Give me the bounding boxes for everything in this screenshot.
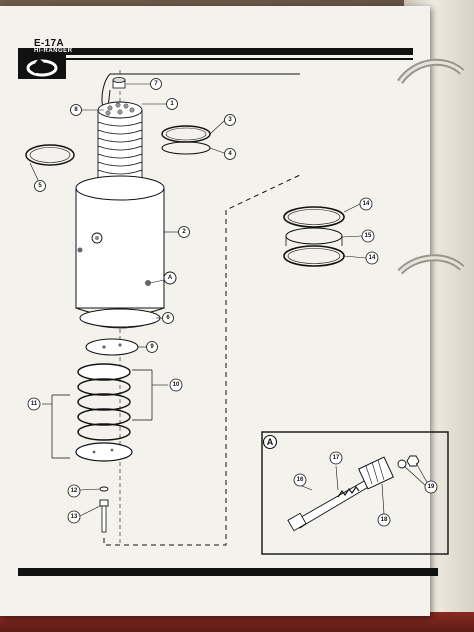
svg-text:18: 18 xyxy=(381,517,388,523)
svg-text:A: A xyxy=(267,437,274,447)
callout-16-detail: 16 xyxy=(293,473,307,487)
callout-18-detail: 18 xyxy=(377,513,391,527)
callout-8: 8 xyxy=(70,104,82,116)
svg-text:5: 5 xyxy=(38,183,42,189)
callout-13: 13 xyxy=(67,510,81,524)
svg-text:12: 12 xyxy=(71,488,78,494)
detail-a-frame xyxy=(261,431,449,555)
svg-text:10: 10 xyxy=(173,382,180,388)
callout-11: 11 xyxy=(27,397,41,411)
detail-a-badge: A xyxy=(262,434,278,450)
callout-9: 9 xyxy=(146,341,158,353)
callout-17-detail: 17 xyxy=(329,451,343,465)
part-7-nut xyxy=(112,77,126,89)
leader-lines xyxy=(29,83,429,517)
callout-19-detail: 19 xyxy=(424,480,438,494)
svg-text:13: 13 xyxy=(71,514,78,520)
callout-6: 6 xyxy=(162,312,174,324)
wire-lead xyxy=(101,73,300,109)
svg-text:4: 4 xyxy=(228,151,232,157)
svg-text:8: 8 xyxy=(74,107,78,113)
svg-text:14: 14 xyxy=(363,201,370,207)
callout-3: 3 xyxy=(224,114,236,126)
assembly-route-line xyxy=(103,174,301,546)
callout-a: A xyxy=(163,271,177,285)
callout-4: 4 xyxy=(224,148,236,160)
svg-text:16: 16 xyxy=(297,477,304,483)
bracket-11 xyxy=(51,394,70,459)
svg-text:11: 11 xyxy=(31,401,38,407)
part-13-bolt xyxy=(99,499,109,533)
svg-text:A: A xyxy=(168,275,173,281)
callout-14-upper: 14 xyxy=(359,197,373,211)
svg-text:9: 9 xyxy=(150,344,154,350)
svg-text:3: 3 xyxy=(228,117,232,123)
brand-name: HI-RANGER xyxy=(34,48,73,54)
callout-10: 10 xyxy=(169,378,183,392)
binder-ring-top xyxy=(397,58,465,85)
part-3-ring xyxy=(161,125,211,143)
svg-text:1: 1 xyxy=(170,101,174,107)
page-code: E-17A xyxy=(34,38,64,49)
svg-text:6: 6 xyxy=(166,315,170,321)
detail-a-parts xyxy=(287,455,420,532)
part-4-ring xyxy=(161,141,211,155)
part-6-seal xyxy=(79,308,161,329)
binder-ring-bottom xyxy=(397,254,465,275)
svg-text:15: 15 xyxy=(365,233,372,239)
part-10-11-ring-stack xyxy=(75,363,133,462)
svg-text:17: 17 xyxy=(333,455,340,461)
brand-logo xyxy=(18,55,66,79)
callout-7: 7 xyxy=(150,78,162,90)
callout-15: 15 xyxy=(361,229,375,243)
part-1-ring-stack xyxy=(97,101,143,186)
part-15-ring xyxy=(285,227,343,246)
part-5-gasket xyxy=(25,144,75,166)
svg-text:14: 14 xyxy=(369,255,376,261)
part-9-disc xyxy=(85,338,139,356)
callout-5: 5 xyxy=(34,180,46,192)
svg-text:19: 19 xyxy=(428,484,435,490)
bracket-10 xyxy=(132,369,153,421)
footer-bar xyxy=(18,568,438,576)
part-14-ring-lower xyxy=(283,245,345,267)
callout-14-lower: 14 xyxy=(365,251,379,265)
part-12-washer xyxy=(99,486,109,492)
part-2-housing xyxy=(75,175,165,317)
callout-1: 1 xyxy=(166,98,178,110)
callout-12: 12 xyxy=(67,484,81,498)
header-bar xyxy=(18,48,413,55)
callout-2: 2 xyxy=(178,226,190,238)
part-14-ring-upper xyxy=(283,206,345,228)
binder-cover-edge xyxy=(0,612,474,632)
svg-text:7: 7 xyxy=(154,81,158,87)
header-rule xyxy=(66,58,413,60)
svg-text:2: 2 xyxy=(182,229,186,235)
